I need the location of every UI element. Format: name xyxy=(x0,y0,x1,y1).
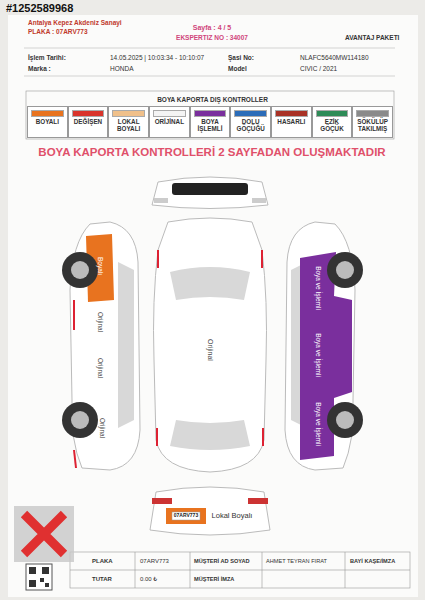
legend-swatch xyxy=(316,110,349,117)
field-value: 14.05.2025 | 10:03:34 - 10:10:07 xyxy=(110,54,204,61)
table-cell: BAYİ KAŞE/İMZA xyxy=(350,558,395,564)
legend-cell: LOKAL BOYALI xyxy=(108,106,149,138)
legend-swatch xyxy=(72,110,105,117)
field-label: Model xyxy=(228,65,247,72)
legend-cell: BOYALI xyxy=(27,106,68,138)
plate-header: PLAKA : 07ARV773 xyxy=(28,28,88,35)
notice-banner: BOYA KAPORTA KONTROLLERİ 2 SAYFADAN OLUŞ… xyxy=(38,146,385,159)
page-number: Sayfa : 4 / 5 xyxy=(193,24,232,32)
legend-text: LOKAL BOYALI xyxy=(110,119,147,133)
field-label: Marka : xyxy=(28,65,51,72)
legend-text: EZİK GÖÇÜK xyxy=(314,119,351,133)
rear-plate: 07ARV773 xyxy=(174,513,198,519)
panel-label: Orijinal xyxy=(98,418,105,438)
panel-label: Boyalı xyxy=(96,257,103,275)
legend-text: SÖKÜLÜP TAKILMIŞ xyxy=(354,119,391,133)
field-label: Şasi No: xyxy=(228,54,254,61)
legend-swatch xyxy=(112,110,145,117)
legend-cell: SÖKÜLÜP TAKILMIŞ xyxy=(352,106,393,138)
legend-swatch xyxy=(234,110,267,117)
legend-cell: HASARLI xyxy=(271,106,312,138)
table-cell: MÜŞTERİ İMZA xyxy=(194,576,234,582)
listing-id: #1252589968 xyxy=(6,2,73,14)
panel-label: Orijinal xyxy=(206,339,214,361)
legend-swatch xyxy=(194,110,227,117)
field-value: NLAFC5640MW114180 xyxy=(300,54,369,61)
table-cell: AHMET TEYRAN FIRAT xyxy=(266,558,327,564)
legend-swatch xyxy=(31,110,64,117)
legend-text: ORİJİNAL xyxy=(151,119,188,126)
legend-text: DOLU GÖÇÜĞÜ xyxy=(232,119,269,133)
legend-cell: EZİK GÖÇÜK xyxy=(312,106,353,138)
legend-text: DEĞİŞEN xyxy=(70,119,107,126)
table-cell: TUTAR xyxy=(92,576,112,583)
table-cell: 07ARV773 xyxy=(140,558,169,565)
field-value: HONDA xyxy=(110,65,133,72)
field-value: CIVIC / 2021 xyxy=(300,65,337,72)
legend-cell: DOLU GÖÇÜĞÜ xyxy=(230,106,271,138)
panel-label: Orijinal xyxy=(96,312,103,332)
legend-swatch xyxy=(153,110,186,117)
legend-text: BOYA İŞLEMLİ xyxy=(192,119,229,133)
legend-swatch xyxy=(275,110,308,117)
table-cell: 0.00 ₺ xyxy=(140,576,157,583)
legend-swatch xyxy=(356,110,389,117)
legend-text: HASARLI xyxy=(273,119,310,126)
legend-cell: ORİJİNAL xyxy=(149,106,190,138)
panel-label: Boya ve İşlemli xyxy=(314,266,321,310)
panel-label: Boya ve İşlemli xyxy=(314,333,321,377)
legend-cell: BOYA İŞLEMLİ xyxy=(190,106,231,138)
table-cell: PLAKA xyxy=(92,558,113,565)
panel-label: Orijinal xyxy=(96,358,103,378)
panel-label: Lokal Boyalı xyxy=(212,512,253,520)
field-label: İşlem Tarihi: xyxy=(28,54,66,61)
report-number: EKSPERTIZ NO : 34007 xyxy=(176,34,248,41)
legend-text: BOYALI xyxy=(29,119,66,126)
company-name: Antalya Kepez Akdeniz Sanayi xyxy=(28,19,122,26)
section-title: BOYA KAPORTA DIŞ KONTROLLER xyxy=(0,96,425,103)
legend-cell: DEĞİŞEN xyxy=(68,106,109,138)
panel-label: Boya ve İşlemli xyxy=(314,402,321,446)
package-name: AVANTAJ PAKETI xyxy=(345,34,399,41)
table-cell: MÜŞTERİ AD SOYAD xyxy=(194,558,250,564)
